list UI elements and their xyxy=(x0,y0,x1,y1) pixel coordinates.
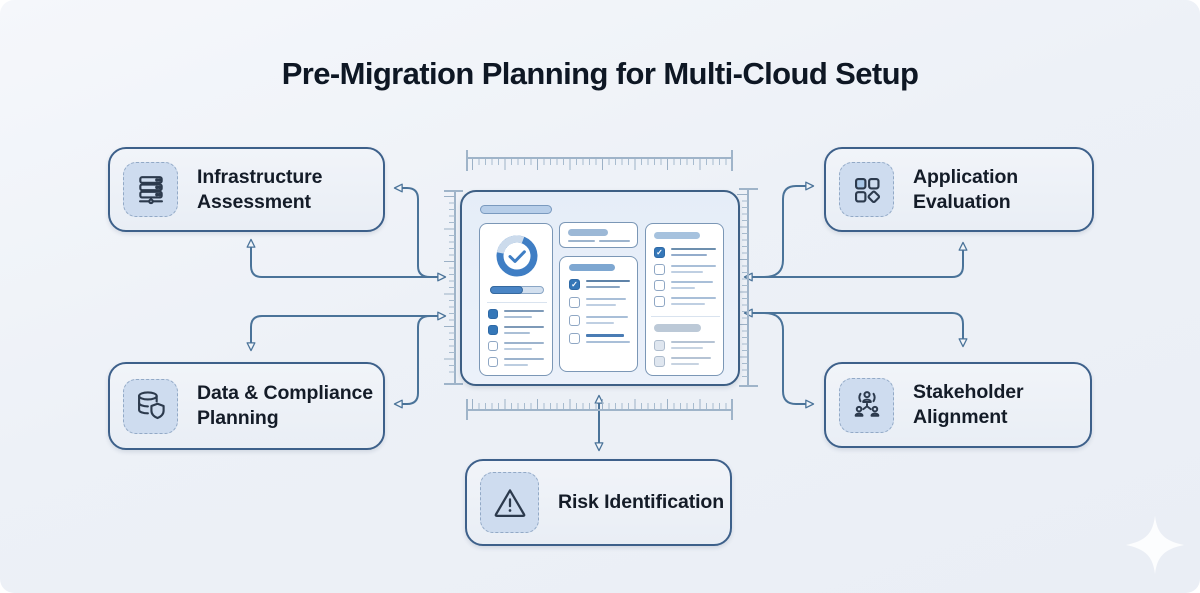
checkbox-checked: ✓ xyxy=(654,247,665,258)
dashboard-titlebar-pill xyxy=(480,205,552,214)
arrow-dashboard-to-application-side xyxy=(763,181,815,278)
node-label: Data & Compliance Planning xyxy=(197,382,374,429)
warning-triangle-icon xyxy=(494,488,525,517)
dashboard-illustration: ✓ ✓ xyxy=(460,190,740,386)
checkbox-checked xyxy=(488,325,498,335)
arrow-dashboard-to-stakeholder-side xyxy=(763,312,815,409)
checkbox-empty xyxy=(569,297,580,308)
sparkle-watermark-icon xyxy=(1126,516,1184,574)
icon-tile xyxy=(123,162,178,217)
checkbox-checked xyxy=(488,309,498,319)
dashboard-checklist-card: ✓ xyxy=(559,256,638,372)
node-stakeholder-alignment: Stakeholder Alignment xyxy=(824,362,1092,448)
node-label: Stakeholder Alignment xyxy=(913,381,1024,428)
checkbox-disabled xyxy=(654,340,665,351)
node-infrastructure-assessment: Infrastructure Assessment xyxy=(108,147,385,232)
org-chart-people-icon xyxy=(854,391,879,417)
checkbox-empty xyxy=(654,264,665,275)
checkbox-empty xyxy=(654,280,665,291)
progress-bar xyxy=(490,286,544,294)
dashboard-note-card xyxy=(559,222,638,248)
checkbox-empty xyxy=(569,333,580,344)
arrow-application-bottom-to-dashboard xyxy=(743,241,968,282)
node-risk-identification: Risk Identification xyxy=(465,459,732,546)
icon-tile xyxy=(480,472,539,533)
node-label: Risk Identification xyxy=(558,491,725,513)
checkbox-empty xyxy=(654,296,665,307)
arrow-data-top-to-dashboard xyxy=(246,311,447,352)
node-label: Infrastructure Assessment xyxy=(197,165,323,213)
progress-donut-with-checkmark xyxy=(496,235,538,277)
app-modules-icon xyxy=(854,177,880,203)
checkbox-empty xyxy=(569,315,580,326)
database-shield-icon xyxy=(137,391,165,420)
node-application-evaluation: Application Evaluation xyxy=(824,147,1094,232)
checkbox-empty xyxy=(488,357,498,367)
progress-bar-fill xyxy=(490,286,523,294)
icon-tile xyxy=(839,162,894,217)
icon-tile xyxy=(123,378,178,434)
checkbox-empty xyxy=(488,341,498,351)
server-stack-icon xyxy=(138,175,163,204)
checkbox-checked: ✓ xyxy=(569,279,580,290)
arrow-dashboard-to-infrastructure-side xyxy=(393,183,431,278)
page-title: Pre-Migration Planning for Multi-Cloud S… xyxy=(281,56,919,91)
dashboard-summary-card xyxy=(479,223,553,376)
node-data-compliance-planning: Data & Compliance Planning xyxy=(108,362,385,450)
icon-tile xyxy=(839,377,894,433)
dashboard-tasks-card: ✓ xyxy=(645,223,724,376)
node-label: Application Evaluation xyxy=(913,165,1019,213)
arrow-infrastructure-bottom-to-dashboard xyxy=(246,238,447,282)
arrow-stakeholder-top-to-dashboard xyxy=(743,308,968,348)
checkbox-disabled xyxy=(654,356,665,367)
arrow-dashboard-to-data-side xyxy=(393,315,431,409)
